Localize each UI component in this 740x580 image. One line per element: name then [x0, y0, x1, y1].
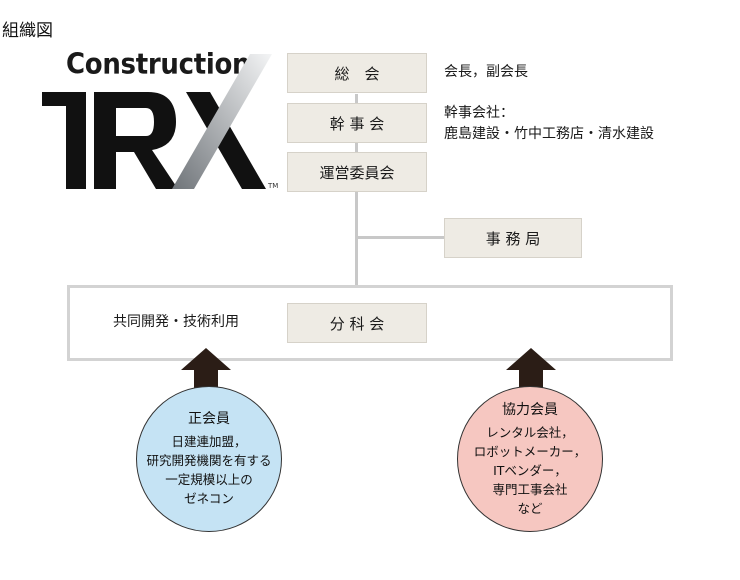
regular-member-line: 日建連加盟， [171, 434, 247, 449]
general-assembly-box: 総 会 [287, 53, 427, 93]
subcommittee-label: 分 科 会 [329, 314, 385, 333]
cooperating-member-line: など [517, 500, 543, 516]
executive-committee-label: 幹 事 会 [329, 114, 385, 133]
page-title: 組織図 [2, 21, 53, 41]
secretariat-label: 事 務 局 [485, 229, 541, 248]
regular-member-arrow [181, 348, 231, 392]
trademark-label: TM [268, 182, 279, 190]
subcommittee-box: 分 科 会 [287, 303, 427, 343]
cooperating-member-circle: 協力会員 レンタル会社， ロボットメーカー， ITベンダー， 専門工事会社 など [457, 386, 603, 532]
shared-use-label: 共同開発・技術利用 [113, 314, 239, 330]
general-assembly-note: 会長，副会長 [444, 64, 528, 80]
cooperating-member-line: 専門工事会社 [492, 481, 568, 497]
cooperating-member-arrow [506, 348, 556, 392]
rx-logo-mark [42, 54, 272, 189]
cooperating-member-line: ITベンダー， [493, 462, 567, 478]
secretariat-connector [355, 236, 445, 239]
cooperating-member-title: 協力会員 [502, 401, 558, 418]
regular-member-circle: 正会員 日建連加盟， 研究開発機関を有する 一定規模以上の ゼネコン [136, 386, 282, 532]
regular-member-line: 研究開発機関を有する [146, 453, 272, 468]
regular-member-title: 正会員 [188, 411, 230, 427]
secretariat-box: 事 務 局 [444, 218, 582, 258]
cooperating-member-line: ロボットメーカー， [473, 443, 587, 459]
regular-member-line: 一定規模以上の [165, 472, 253, 487]
steering-committee-label: 運営委員会 [319, 163, 395, 182]
logo-wordmark: Construction [66, 48, 251, 81]
steering-committee-box: 運営委員会 [287, 152, 427, 192]
executive-note-line1: 幹事会社： [444, 105, 514, 121]
regular-member-line: ゼネコン [184, 491, 234, 506]
executive-note-line2: 鹿島建設・竹中工務店・清水建設 [444, 126, 654, 142]
executive-committee-box: 幹 事 会 [287, 103, 427, 143]
general-assembly-label: 総 会 [334, 64, 380, 83]
cooperating-member-line: レンタル会社， [486, 424, 574, 440]
